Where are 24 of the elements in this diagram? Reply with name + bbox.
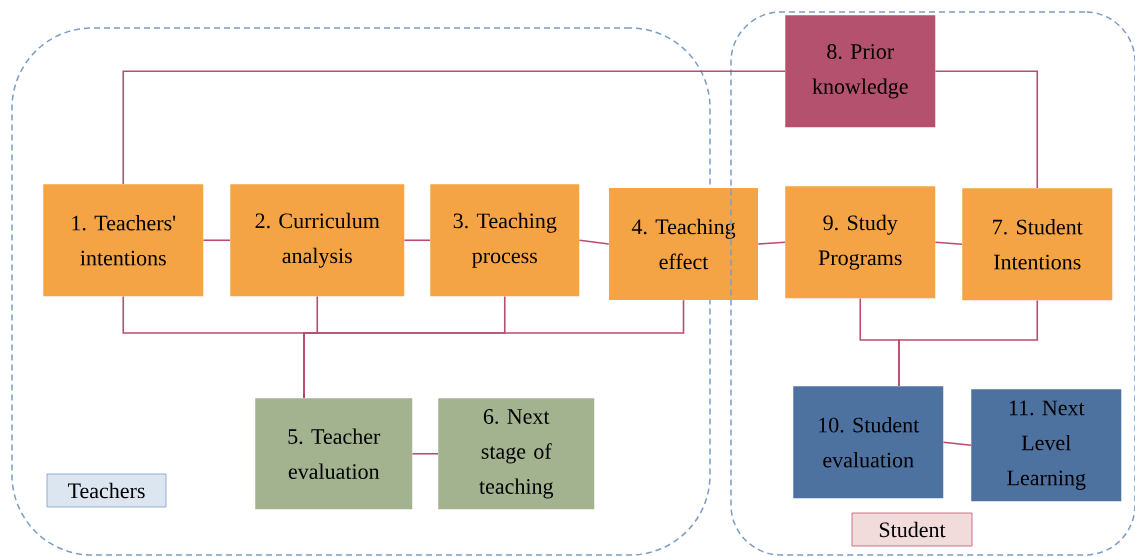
group-label: Teachers <box>46 473 167 508</box>
connector <box>942 441 972 447</box>
connector <box>934 241 963 246</box>
connector <box>898 299 1039 387</box>
connector <box>122 70 786 185</box>
process-box: 11. Next Level Learning <box>971 389 1122 502</box>
connector <box>411 452 439 455</box>
connector <box>202 239 231 242</box>
connector <box>578 239 610 245</box>
process-box: 4. Teaching effect <box>609 188 758 300</box>
group-label: Student <box>851 512 973 547</box>
process-box: 2. Curriculum analysis <box>230 184 405 297</box>
connector <box>934 70 1039 189</box>
process-box: 10. Student evaluation <box>793 386 944 499</box>
process-box: 6. Next stage of teaching <box>438 398 595 510</box>
connector <box>403 239 431 242</box>
process-box: 7. Student Intentions <box>962 188 1113 301</box>
process-box: 1. Teachers' intentions <box>43 184 204 297</box>
connector <box>757 241 786 245</box>
process-box: 8. Prior knowledge <box>785 15 936 128</box>
process-box: 3. Teaching process <box>430 184 580 297</box>
process-box: 5. Teacher evaluation <box>255 398 413 510</box>
connector <box>303 299 685 399</box>
process-box: 9. Study Programs <box>785 186 936 299</box>
